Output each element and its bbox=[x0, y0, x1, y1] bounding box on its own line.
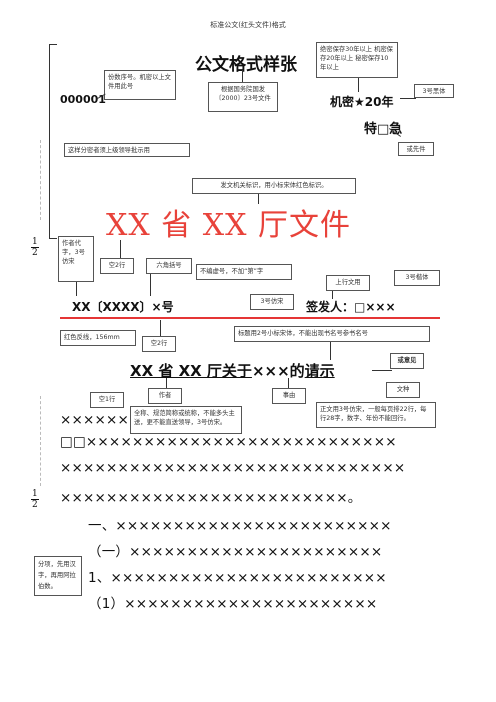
blank2-leader bbox=[120, 240, 121, 258]
level-2-heading: （一）×××××××××××××××××××××× bbox=[88, 544, 383, 560]
addressee-line: ××××××： bbox=[60, 412, 143, 428]
author-leader bbox=[76, 282, 77, 296]
urgency-note: 或先件 bbox=[398, 142, 434, 156]
secrecy-note: 绝密保存30年以上 机密保存20年以上 秘密保存10年以上 bbox=[316, 42, 398, 78]
heiti-leader bbox=[400, 98, 416, 99]
top-bracket bbox=[49, 44, 50, 239]
blank-2-lines-note-b: 空2行 bbox=[142, 336, 176, 352]
doc-type-label: 文种 bbox=[386, 382, 420, 398]
issuer-note: 发文机关标识，用小标宋体红色标识。 bbox=[192, 178, 356, 194]
copy-number-note: 份数序号。机密以上文件用此号 bbox=[104, 70, 176, 100]
level-3-heading: 1、×××××××××××××××××××××××× bbox=[88, 570, 387, 586]
copy-number: 000001 bbox=[60, 93, 106, 106]
urgency-level: 特□急 bbox=[364, 122, 403, 137]
signer-line: 签发人：□××× bbox=[306, 300, 396, 314]
margin-dashes-lower bbox=[40, 396, 41, 486]
main-title-agency: XX 省 XX 厅关于 bbox=[130, 362, 252, 380]
levels-note: 分项，先用汉字，再用阿拉伯数。 bbox=[34, 556, 82, 596]
hexagonal-bracket-note: 六角括号 bbox=[146, 258, 192, 274]
title-font-note: 标题用2号小标宋体，不能出现书名号参书名号 bbox=[234, 326, 430, 342]
secrecy-leader bbox=[358, 78, 359, 92]
basis-note: 根据国务院国发〔2000〕23号文件 bbox=[208, 82, 278, 112]
reason-title-leader bbox=[288, 378, 289, 388]
hex-leader bbox=[150, 274, 151, 296]
fraction-denominator: 2 bbox=[32, 500, 38, 510]
kind-note: 或意见 bbox=[390, 353, 424, 369]
author-label: 作者 bbox=[148, 388, 182, 404]
title-note-leader bbox=[330, 342, 331, 360]
author-title-leader bbox=[166, 378, 167, 388]
addressee-note: 全称、规范简称或统称，不能多头主送，更不能直送领导，3号仿宋。 bbox=[130, 406, 242, 434]
upward-doc-note: 上行文用 bbox=[326, 275, 370, 291]
fraction-numerator: 1 bbox=[31, 489, 39, 500]
margin-fraction-upper: 1 2 bbox=[31, 237, 39, 258]
red-head-title: XX 省 XX 厅文件 bbox=[106, 208, 352, 243]
bracket-cap-bottom bbox=[49, 238, 57, 239]
blank-1-line-note: 空1行 bbox=[90, 392, 124, 408]
body-line-1: □□××××××××××××××××××××××××××× bbox=[60, 434, 397, 450]
body-font-note: 正文用3号仿宋，一般每页排22行，每行28字，数字、年份不能回行。 bbox=[316, 402, 436, 428]
document-number: XX〔XXXX〕×号 bbox=[72, 300, 174, 314]
bracket-cap-top bbox=[49, 44, 57, 45]
font-note-heiti: 3号黑体 bbox=[414, 84, 454, 98]
main-title: XX 省 XX 厅关于×××的请示 bbox=[130, 360, 335, 381]
no-prefix-note: 不编虚号，不加“第”字 bbox=[196, 264, 292, 280]
margin-dashes bbox=[40, 140, 41, 220]
body-line-2: ×××××××××××××××××××××××××××××× bbox=[60, 460, 406, 476]
blank-2-lines-note-a: 空2行 bbox=[100, 258, 134, 274]
main-title-subject: ×××的 bbox=[251, 362, 305, 380]
distribution-note: 这样分密者须上级领导批示用 bbox=[64, 143, 190, 157]
blank2b-leader bbox=[160, 320, 161, 336]
reason-label: 事由 bbox=[272, 388, 306, 404]
level-4-heading: （1）×××××××××××××××××××××× bbox=[88, 596, 378, 612]
level-1-heading: 一、×××××××××××××××××××××××× bbox=[88, 518, 392, 534]
kaiti-note: 3号楷体 bbox=[394, 270, 440, 286]
red-rule-note: 红色反线，156mm bbox=[60, 330, 136, 346]
issuer-leader bbox=[258, 194, 259, 204]
secrecy-level: 机密★20年 bbox=[330, 95, 394, 109]
sample-title: 公文格式样张 bbox=[195, 55, 297, 75]
fraction-denominator: 2 bbox=[32, 248, 38, 258]
upward-leader bbox=[332, 291, 333, 299]
kind-leader bbox=[372, 370, 392, 371]
body-line-3: ×××××××××××××××××××××××××。 bbox=[60, 490, 362, 506]
main-title-type: 请示 bbox=[304, 362, 335, 380]
red-separator-line bbox=[60, 317, 440, 319]
author-code-note: 作者代字，3号仿宋 bbox=[58, 236, 94, 282]
fangsong-note: 3号仿宋 bbox=[250, 294, 294, 310]
margin-fraction-lower: 1 2 bbox=[31, 489, 39, 510]
fraction-numerator: 1 bbox=[31, 237, 39, 248]
page-header: 标准公文(红头文件)格式 bbox=[210, 21, 286, 29]
basis-leader bbox=[242, 70, 243, 82]
